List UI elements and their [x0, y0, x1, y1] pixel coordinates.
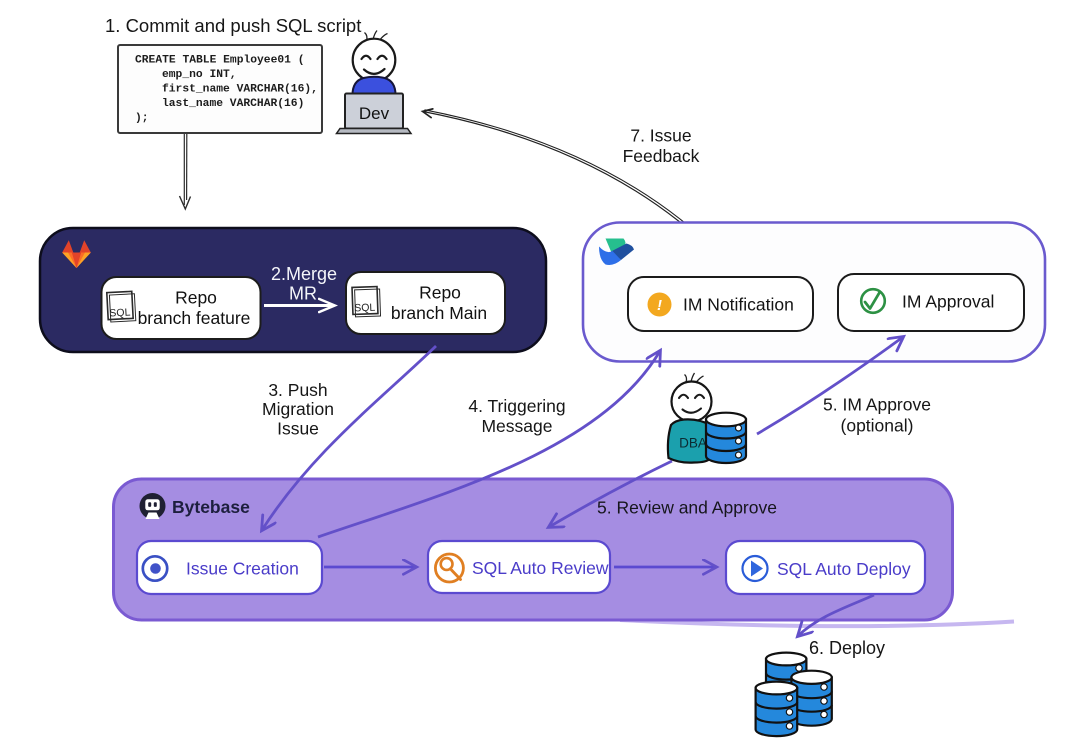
svg-text:7. Issue: 7. Issue — [630, 126, 691, 146]
svg-text:6. Deploy: 6. Deploy — [809, 638, 885, 658]
svg-text:Repo: Repo — [419, 283, 461, 303]
svg-text:3. Push: 3. Push — [268, 380, 327, 400]
svg-text:Issue Creation: Issue Creation — [186, 559, 299, 579]
svg-text:SQL: SQL — [109, 306, 131, 319]
svg-text:Migration: Migration — [262, 399, 334, 419]
svg-text:first_name VARCHAR(16),: first_name VARCHAR(16), — [162, 84, 318, 96]
svg-text:DBA: DBA — [679, 436, 707, 451]
svg-text:Message: Message — [481, 416, 552, 436]
svg-text:branch feature: branch feature — [138, 308, 251, 328]
svg-text:Repo: Repo — [175, 288, 217, 308]
svg-text:CREATE TABLE Employee01 (: CREATE TABLE Employee01 ( — [135, 55, 304, 67]
svg-text:SQL: SQL — [354, 302, 376, 315]
svg-text:Bytebase: Bytebase — [172, 497, 250, 517]
svg-text:2.Merge: 2.Merge — [271, 264, 337, 284]
svg-text:IM Approval: IM Approval — [902, 292, 994, 312]
svg-text:);: ); — [135, 113, 149, 125]
svg-text:MR: MR — [289, 284, 317, 304]
svg-text:!: ! — [657, 297, 662, 314]
svg-text:SQL Auto Review: SQL Auto Review — [472, 558, 609, 578]
svg-text:5. IM Approve: 5. IM Approve — [823, 395, 931, 415]
svg-text:Dev: Dev — [359, 104, 390, 123]
svg-text:Issue: Issue — [277, 419, 319, 439]
svg-text:branch Main: branch Main — [391, 303, 487, 323]
svg-text:1. Commit and push SQL script: 1. Commit and push SQL script — [105, 15, 361, 36]
svg-text:IM Notification: IM Notification — [683, 295, 794, 315]
svg-text:Feedback: Feedback — [623, 146, 700, 166]
svg-text:4. Triggering: 4. Triggering — [468, 396, 565, 416]
svg-text:SQL Auto Deploy: SQL Auto Deploy — [777, 559, 911, 579]
svg-text:last_name VARCHAR(16): last_name VARCHAR(16) — [162, 98, 304, 110]
svg-text:5. Review and Approve: 5. Review and Approve — [597, 498, 777, 518]
svg-text:emp_no INT,: emp_no INT, — [162, 69, 237, 81]
svg-text:(optional): (optional) — [841, 416, 914, 436]
